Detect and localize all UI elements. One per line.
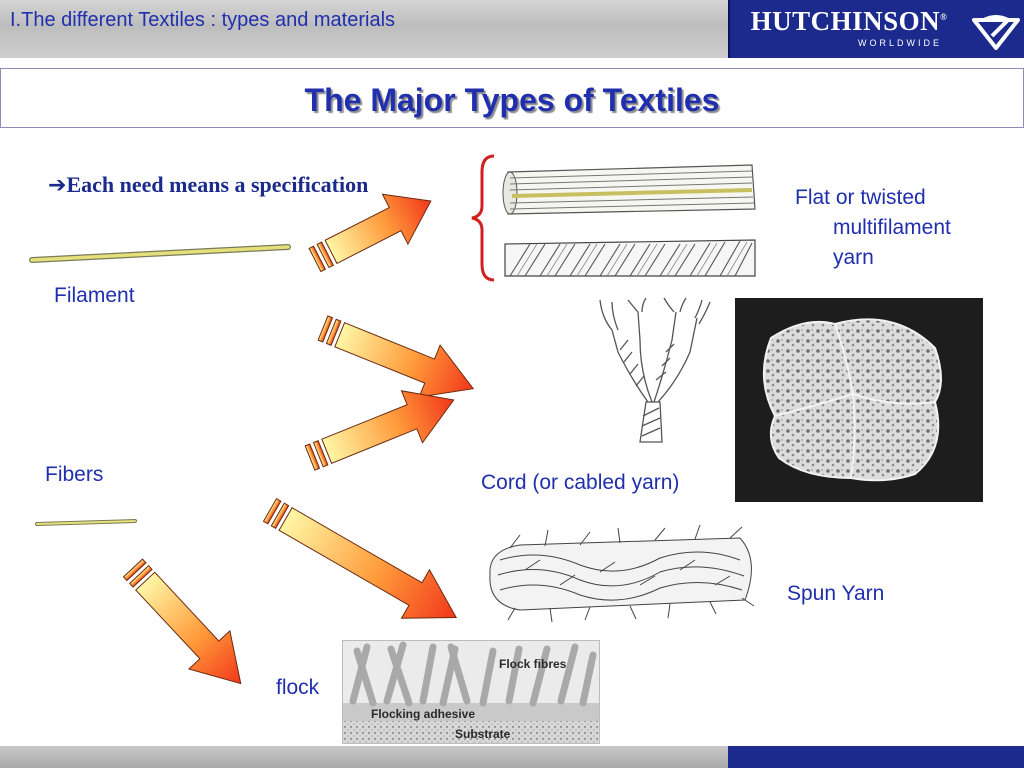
flock-diagram-image: Flock fibres Flocking adhesive Substrate bbox=[342, 640, 600, 744]
label-cord: Cord (or cabled yarn) bbox=[481, 471, 680, 494]
spec-text: Each need means a specification bbox=[66, 172, 369, 197]
flocking-adhesive-label: Flocking adhesive bbox=[371, 707, 476, 721]
label-flat-twisted: Flat or twisted multifilament yarn bbox=[795, 183, 951, 273]
section-title: I.The different Textiles : types and mat… bbox=[10, 9, 396, 31]
label-fibers: Fibers bbox=[45, 463, 104, 486]
label-flat-line2: multifilament bbox=[833, 216, 951, 239]
slide-title: The Major Types of Textiles bbox=[304, 82, 720, 118]
label-flat-line3: yarn bbox=[833, 246, 874, 269]
filament-strand bbox=[29, 244, 291, 263]
spun-yarn-drawing bbox=[489, 524, 755, 623]
logo-registered: ® bbox=[940, 12, 948, 22]
hutchinson-logo: HUTCHINSON® WORLDWIDE bbox=[728, 0, 968, 58]
arrow-fibers-to-flock bbox=[122, 558, 242, 685]
logo-wordmark: HUTCHINSON® bbox=[730, 6, 968, 37]
twisted-yarn-drawing bbox=[504, 239, 756, 277]
arrow-fibers-to-spun-yarn bbox=[262, 498, 458, 619]
arrow-fibers-to-cord bbox=[304, 390, 455, 471]
label-spun-yarn: Spun Yarn bbox=[787, 582, 885, 605]
arrow-filament-to-cord bbox=[317, 315, 475, 398]
fiber-strand bbox=[35, 519, 137, 526]
footer-accent bbox=[728, 746, 1024, 768]
red-brace bbox=[471, 154, 495, 282]
logo-word: HUTCHINSON bbox=[750, 6, 941, 36]
logo-subtitle: WORLDWIDE bbox=[858, 38, 942, 48]
logo-emblem-icon bbox=[968, 0, 1024, 58]
label-flock: flock bbox=[276, 676, 320, 699]
spec-statement: ➔Each need means a specification bbox=[48, 172, 368, 198]
cord-drawing bbox=[599, 297, 711, 443]
label-flat-line1: Flat or twisted bbox=[795, 186, 926, 209]
arrow-filament-to-multifilament bbox=[308, 193, 432, 273]
flock-fibres-label: Flock fibres bbox=[499, 657, 567, 671]
substrate-label: Substrate bbox=[455, 727, 511, 741]
cord-cross-section-photo bbox=[735, 298, 983, 502]
flat-yarn-drawing bbox=[502, 164, 756, 215]
label-filament: Filament bbox=[54, 284, 135, 307]
right-arrow-icon: ➔ bbox=[48, 173, 67, 198]
